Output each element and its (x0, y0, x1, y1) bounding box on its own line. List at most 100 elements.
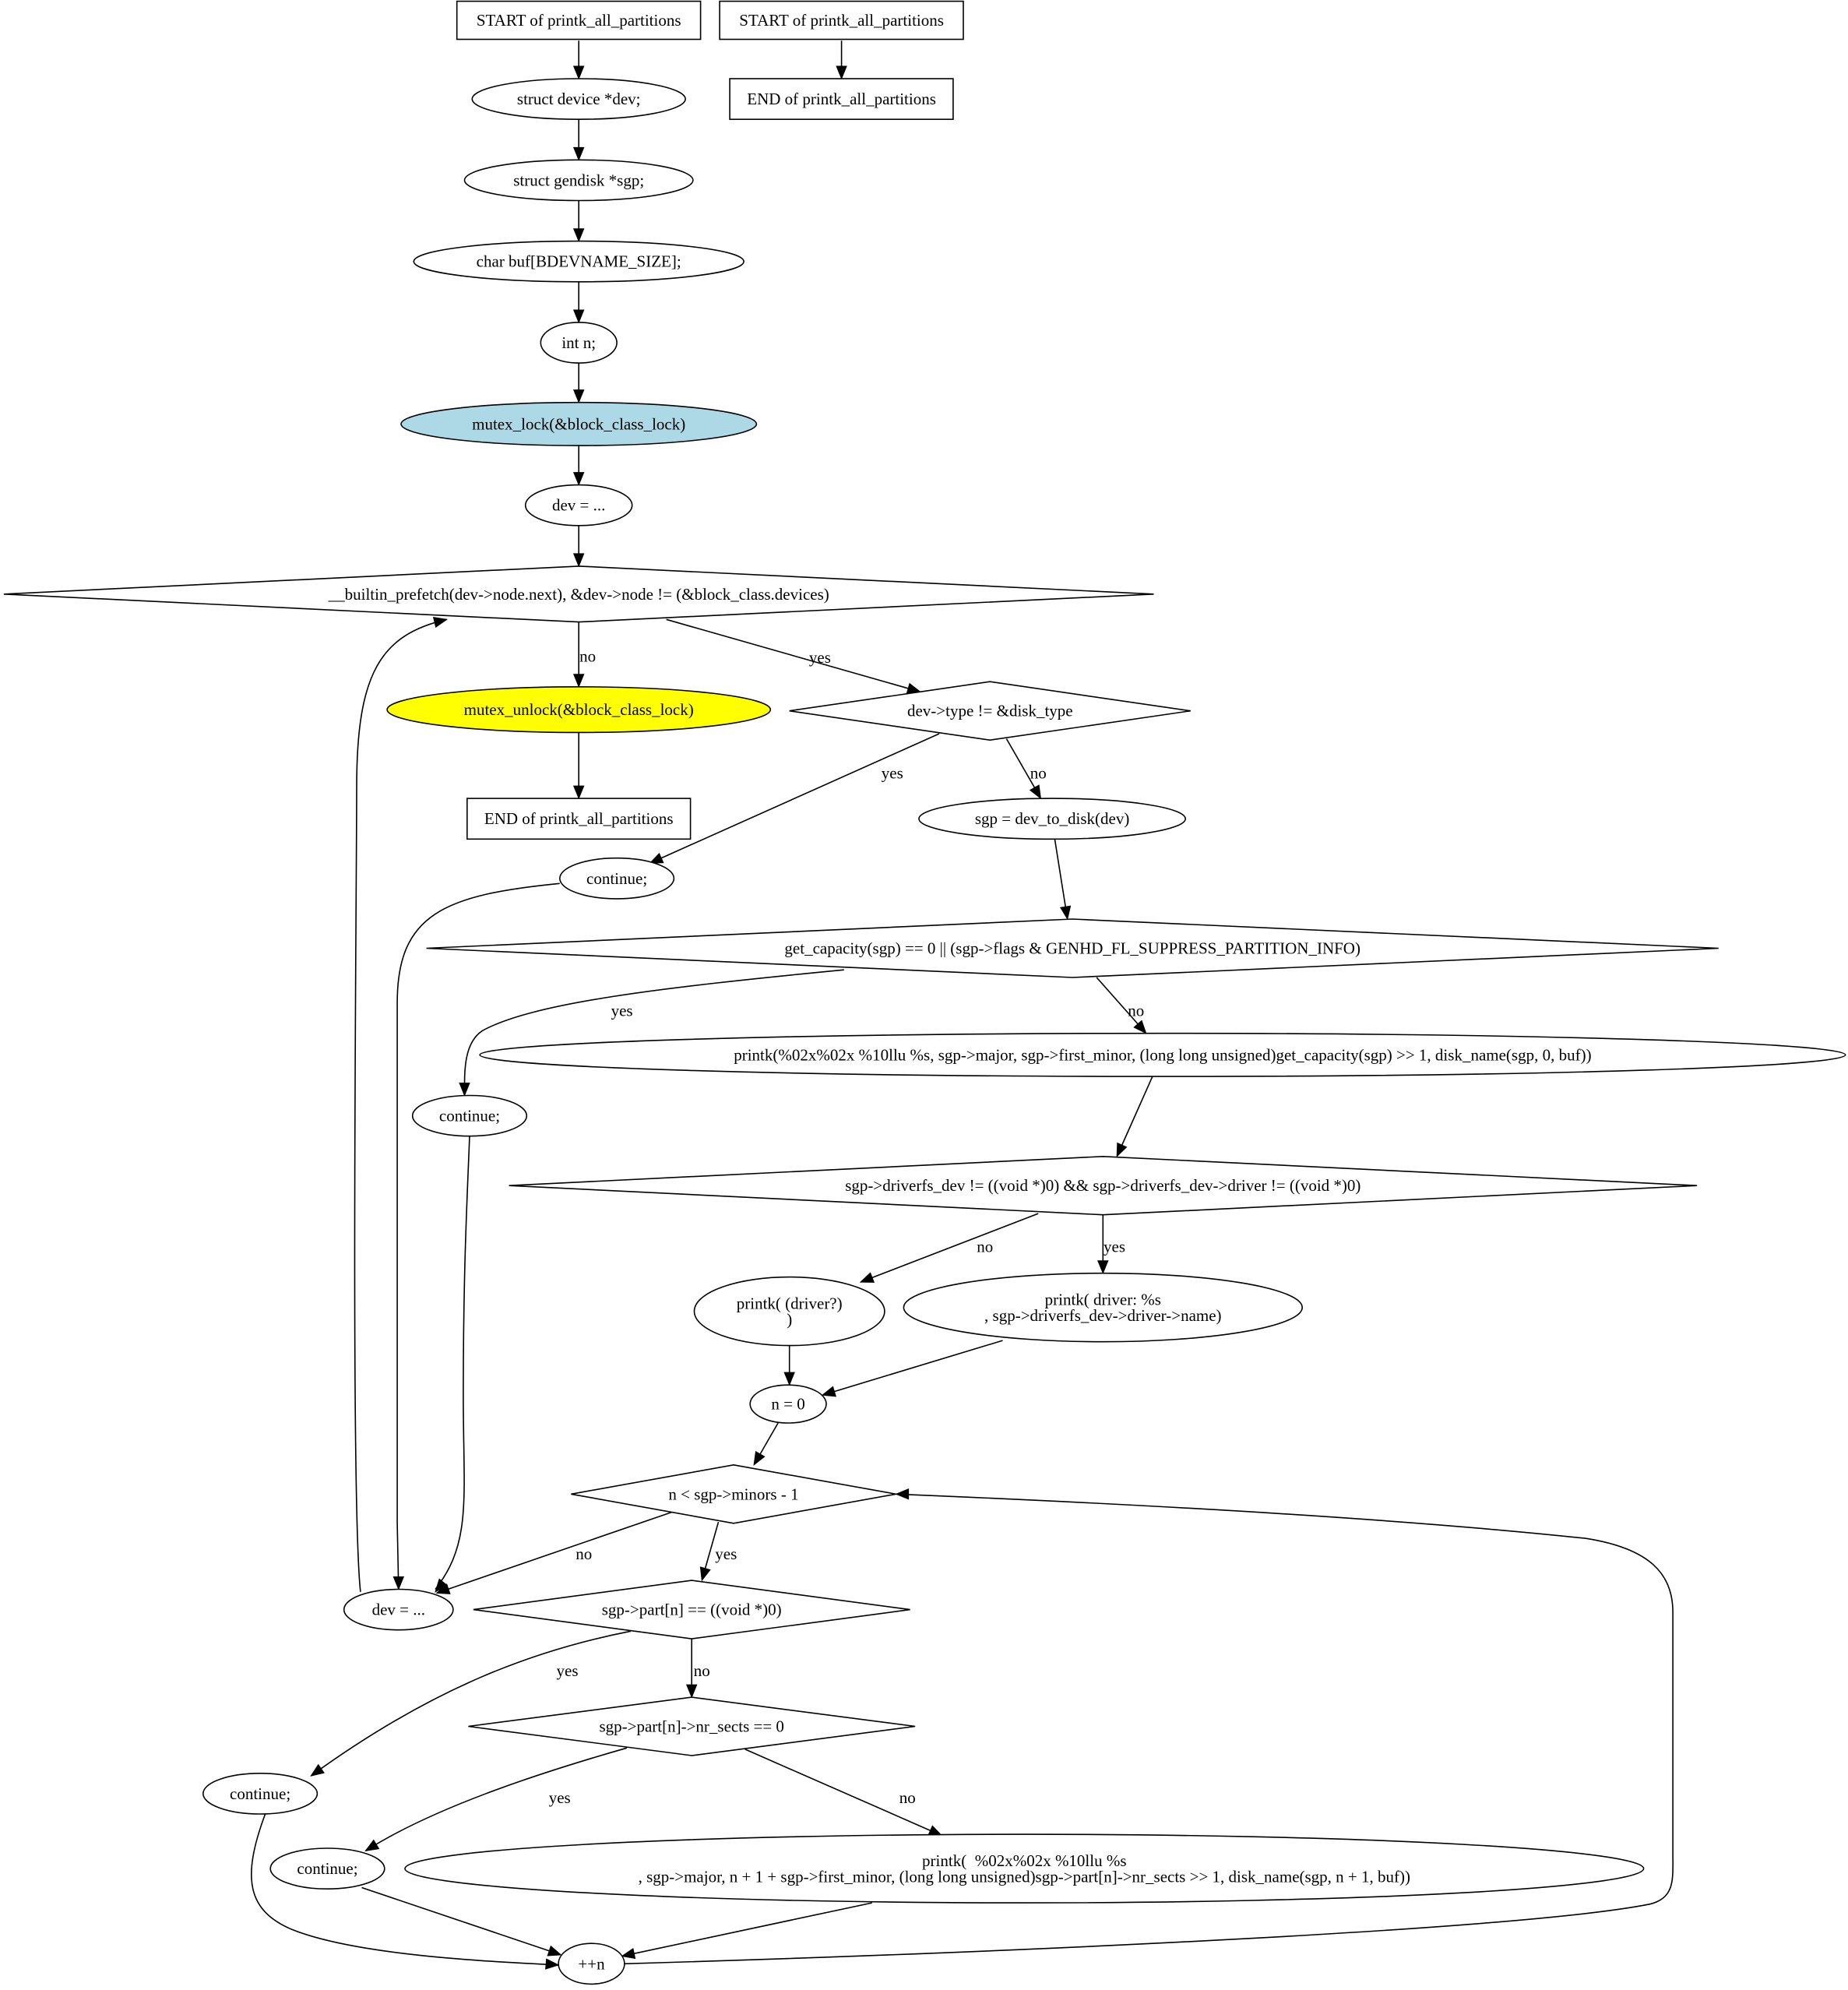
node-label: sgp->part[n]->nr_sects == 0 (599, 1717, 783, 1736)
ellipse-shape (411, 1094, 528, 1137)
edge-decl_sgp-to-decl_buf (572, 200, 585, 243)
node-continue-2: continue; (411, 1094, 528, 1137)
edge-arrowhead (572, 389, 585, 403)
node-capacity-check: get_capacity(sgp) == 0 || (sgp->flags & … (426, 918, 1719, 978)
node-label: printk( driver: %s (1045, 1291, 1161, 1309)
edge-mutex_unlock-to-end_main (572, 732, 585, 800)
node-sgp-assign: sgp = dev_to_disk(dev) (918, 798, 1187, 840)
node-label: mutex_unlock(&block_class_lock) (464, 700, 694, 719)
edge-label-yes: yes (1104, 1238, 1125, 1256)
ellipse-shape (413, 240, 744, 283)
node-printk-driver: printk( driver: %s, sgp->driverfs_dev->d… (903, 1272, 1304, 1343)
node-decl-sgp: struct gendisk *sgp; (463, 159, 694, 202)
edge-capacity_check-to-printk_disk: no (1096, 977, 1147, 1034)
box-shape (719, 0, 964, 41)
ellipse-shape (918, 798, 1187, 840)
node-n-inc: ++n (558, 1942, 625, 1985)
edge-part_null-to-continue_3: yes (310, 1630, 632, 1777)
node-label: , sgp->driverfs_dev->driver->name) (984, 1306, 1222, 1325)
ellipse-shape (471, 78, 686, 121)
edge-line (867, 1213, 1039, 1280)
ellipse-shape (404, 1833, 1645, 1904)
node-label: START of printk_all_partitions (477, 11, 681, 30)
edge-arrowhead (821, 1386, 836, 1397)
edge-arrowhead (572, 309, 585, 324)
edge-arrowhead (547, 1945, 562, 1957)
edge-arrowhead (1059, 905, 1072, 921)
box-shape (456, 0, 702, 41)
edge-continue_3-to-n_inc (251, 1813, 560, 1970)
ellipse-shape (479, 1032, 1846, 1077)
node-label: START of printk_all_partitions (739, 11, 944, 30)
edge-start_main-to-decl_dev (572, 41, 585, 80)
edge-n_init-to-n_cond (753, 1422, 779, 1466)
node-label: dev = ... (372, 1601, 425, 1619)
node-decl-buf: char buf[BDEVNAME_SIZE]; (413, 240, 744, 283)
node-label: dev = ... (552, 496, 605, 515)
edge-label-yes: yes (549, 1788, 571, 1807)
edge-label-yes: yes (882, 764, 903, 783)
ellipse-shape (693, 1276, 885, 1347)
edge-line (1119, 1076, 1153, 1150)
edge-label-yes: yes (809, 648, 831, 667)
node-label: , sgp->major, n + 1 + sgp->first_minor, … (639, 1867, 1410, 1886)
diamond-shape (789, 681, 1191, 741)
node-part-null: sgp->part[n] == ((void *)0) (473, 1580, 910, 1640)
ellipse-shape (749, 1384, 827, 1424)
node-label: mutex_lock(&block_class_lock) (472, 414, 685, 433)
edge-arrowhead (1029, 784, 1042, 800)
edge-arrowhead (1097, 1260, 1109, 1275)
ellipse-shape (386, 685, 772, 734)
node-label: sgp->driverfs_dev != ((void *)0) && sgp-… (845, 1176, 1360, 1195)
edge-nr_sects_check-to-printk_part: no (744, 1749, 943, 1837)
edge-decl_dev-to-decl_sgp (572, 119, 585, 161)
edge-path (435, 1136, 470, 1590)
node-start-alt: START of printk_all_partitions (719, 0, 964, 41)
edge-label-no: no (576, 1544, 592, 1563)
edge-line (1054, 839, 1068, 913)
ellipse-shape (540, 322, 618, 364)
node-label: ++n (578, 1954, 605, 1973)
box-shape (466, 798, 692, 840)
edge-path (251, 1813, 559, 1966)
edge-continue_4-to-n_inc (361, 1886, 562, 1957)
edge-label-no: no (1128, 1001, 1144, 1020)
edge-sgp_assign-to-capacity_check (1054, 839, 1072, 921)
edge-label-no: no (899, 1788, 916, 1807)
node-n-cond: n < sgp->minors - 1 (571, 1463, 896, 1524)
node-label: continue; (439, 1107, 500, 1125)
node-continue-4: continue; (269, 1847, 385, 1890)
node-decl-n: int n; (540, 322, 618, 364)
edge-line (829, 1340, 1003, 1394)
node-label: END of printk_all_partitions (747, 90, 936, 108)
node-start-main: START of printk_all_partitions (456, 0, 702, 41)
edge-label-no: no (1030, 764, 1047, 783)
edge-decl_n-to-mutex_lock (572, 363, 585, 403)
box-shape (729, 78, 954, 121)
edge-line (666, 618, 914, 691)
nodes-layer: START of printk_all_partitions START of p… (3, 0, 1846, 1985)
edge-label-no: no (579, 647, 596, 666)
edge-arrowhead (685, 1684, 698, 1699)
node-label: __builtin_prefetch(dev->node.next), &dev… (328, 585, 829, 604)
node-label: continue; (297, 1859, 357, 1878)
node-label: continue; (230, 1784, 290, 1803)
node-mutex-lock: mutex_lock(&block_class_lock) (400, 401, 758, 446)
edge-label-yes: yes (557, 1661, 579, 1680)
edge-line (1005, 738, 1038, 793)
edge-path (624, 1493, 1674, 1965)
edge-arrowhead (783, 1372, 795, 1386)
edge-driver_check-to-printk_driver: yes (1097, 1214, 1125, 1275)
edge-label-yes: yes (611, 1001, 633, 1020)
edge-dev_next-to-loop_cond (354, 616, 448, 1592)
node-label: continue; (586, 869, 647, 888)
node-label: n < sgp->minors - 1 (668, 1485, 798, 1503)
edge-mutex_lock-to-dev_init (572, 446, 585, 486)
ellipse-shape (400, 401, 758, 446)
ellipse-shape (202, 1772, 319, 1815)
edge-line (744, 1749, 936, 1833)
edge-line (702, 1521, 720, 1574)
edge-label-no: no (977, 1238, 993, 1256)
ellipse-shape (558, 1942, 625, 1985)
